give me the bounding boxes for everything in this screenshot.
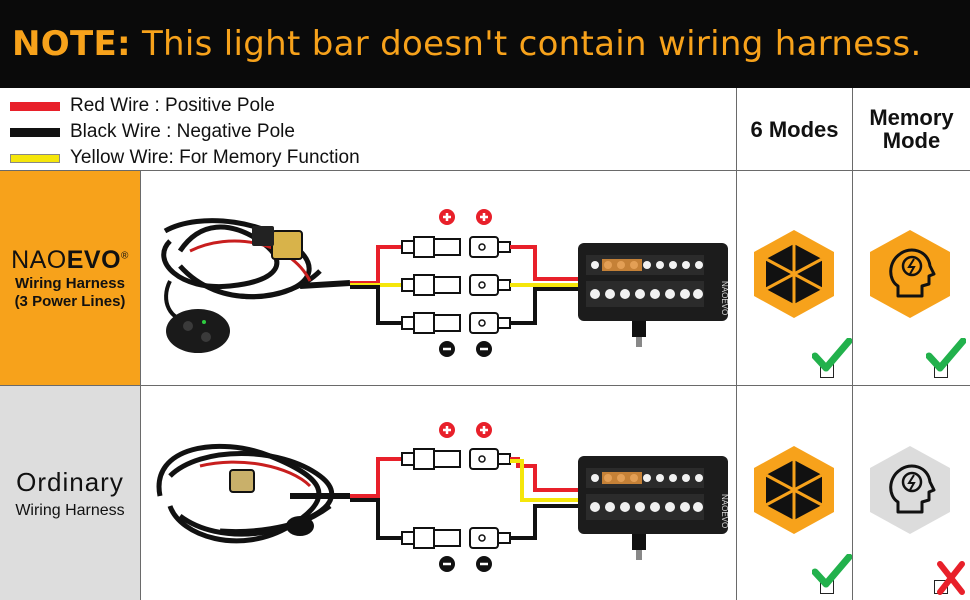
minus-icon bbox=[439, 556, 455, 572]
naoevo-logo: NAOEVO® bbox=[11, 246, 129, 275]
minus-icon bbox=[476, 341, 492, 357]
grid-line-h1 bbox=[0, 170, 970, 171]
ordinary-title: Ordinary bbox=[16, 466, 124, 497]
legend-row-red: Red Wire : Positive Pole bbox=[0, 93, 736, 119]
wiring-harness-illustration bbox=[156, 443, 350, 544]
plus-icon bbox=[439, 209, 455, 225]
minus-icon bbox=[439, 341, 455, 357]
wiring-harness-illustration bbox=[161, 218, 351, 353]
grid-line-h2 bbox=[0, 385, 970, 386]
plus-icon bbox=[439, 422, 455, 438]
black-wire-right bbox=[510, 287, 580, 325]
yellow-wire-swatch bbox=[10, 153, 60, 163]
checkmark-icon bbox=[811, 553, 853, 593]
top-banner: NOTE: This light bar doesn't contain wir… bbox=[0, 0, 970, 88]
header-memory-line2: Mode bbox=[882, 128, 941, 153]
black-wire-left bbox=[350, 498, 402, 540]
connector-pairs bbox=[401, 448, 511, 549]
ordinary-harness-label: Ordinary Wiring Harness bbox=[0, 386, 140, 600]
led-light-bar-illustration: NAOEVO bbox=[578, 243, 729, 347]
legend-row-yellow: Yellow Wire: For Memory Function bbox=[0, 145, 736, 171]
banner-prefix: NOTE: bbox=[12, 24, 131, 64]
black-wire-right bbox=[510, 504, 580, 540]
red-wire-right bbox=[510, 245, 580, 281]
naoevo-sub2: (3 Power Lines) bbox=[14, 292, 126, 310]
red-wire-left bbox=[350, 245, 402, 285]
header-6-modes: 6 Modes bbox=[750, 116, 839, 142]
cross-icon bbox=[936, 560, 966, 600]
head-lightning-icon bbox=[868, 228, 952, 325]
plus-icon bbox=[476, 209, 492, 225]
light-bar-brand: NAOEVO bbox=[720, 281, 729, 315]
minus-icon bbox=[476, 556, 492, 572]
legend-label-red: Red Wire : Positive Pole bbox=[70, 95, 275, 116]
legend-row-black: Black Wire : Negative Pole bbox=[0, 119, 736, 145]
black-wire-left bbox=[350, 285, 402, 325]
black-wire-swatch bbox=[10, 127, 60, 137]
banner-message: This light bar doesn't contain wiring ha… bbox=[141, 24, 922, 64]
naoevo-sub1: Wiring Harness bbox=[15, 274, 125, 292]
grid-line-v2 bbox=[852, 88, 853, 600]
plus-icon bbox=[476, 422, 492, 438]
hexagon-6-modes-icon bbox=[752, 228, 836, 325]
light-bar-brand: NAOEVO bbox=[720, 494, 729, 528]
legend-label-black: Black Wire : Negative Pole bbox=[70, 121, 295, 142]
naoevo-wiring-svg: NAOEVO bbox=[161, 209, 729, 357]
brand-part-b: EVO bbox=[66, 245, 122, 274]
red-wire-swatch bbox=[10, 101, 60, 111]
connector-pairs bbox=[401, 236, 511, 334]
naoevo-wiring-diagram: NAOEVO bbox=[140, 171, 735, 385]
header-memory-line1: Memory bbox=[869, 105, 954, 130]
checkmark-icon bbox=[811, 337, 853, 377]
checkmark-icon bbox=[925, 337, 967, 377]
grid-line-v1 bbox=[736, 88, 737, 600]
brand-registered: ® bbox=[121, 250, 129, 262]
led-light-bar-illustration: NAOEVO bbox=[578, 456, 729, 560]
yellow-wire-right bbox=[510, 459, 580, 502]
red-wire-left bbox=[350, 457, 402, 498]
hexagon-6-modes-icon bbox=[752, 444, 836, 541]
header-memory-mode: Memory Mode bbox=[853, 88, 970, 170]
wire-legend: Red Wire : Positive Pole Black Wire : Ne… bbox=[0, 88, 736, 170]
legend-label-yellow: Yellow Wire: For Memory Function bbox=[70, 147, 360, 168]
ordinary-sub1: Wiring Harness bbox=[15, 501, 125, 519]
banner-note: NOTE: This light bar doesn't contain wir… bbox=[12, 24, 922, 64]
ordinary-wiring-svg: NAOEVO bbox=[156, 422, 729, 572]
head-lightning-icon bbox=[868, 444, 952, 541]
grid-line-v0 bbox=[140, 171, 141, 600]
brand-part-a: NAO bbox=[11, 245, 67, 274]
naoevo-harness-label: NAOEVO® Wiring Harness (3 Power Lines) bbox=[0, 171, 140, 385]
ordinary-wiring-diagram: NAOEVO bbox=[140, 386, 735, 600]
